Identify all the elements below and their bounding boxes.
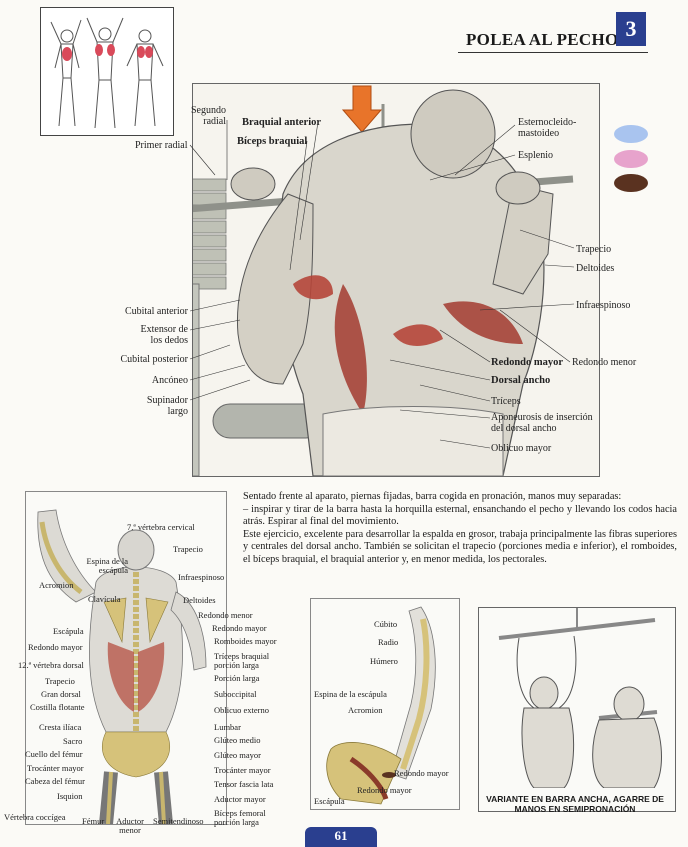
sk-romboides-mayor: Romboides mayor xyxy=(214,636,277,646)
label-supinador-largo: Supinador largo xyxy=(146,395,188,417)
sk-vertebra-coccigea: Vértebra coccígea xyxy=(4,812,66,822)
arm-radio: Radio xyxy=(378,637,399,647)
sk-oblicuo-externo: Oblicuo externo xyxy=(214,705,269,715)
sk-vertebra-dorsal: 12.ª vértebra dorsal xyxy=(18,660,84,670)
label-braquial-anterior: Braquial anterior xyxy=(242,117,322,128)
head xyxy=(410,89,496,179)
description-p2: – inspirar y tirar de la barra hasta la … xyxy=(243,503,677,528)
label-segundo-radial: Segundo radial xyxy=(191,105,226,127)
sk-redondo-menor: Redondo menor xyxy=(198,610,253,620)
teres-left xyxy=(293,275,333,300)
sk-gran-dorsal: Gran dorsal xyxy=(41,689,81,699)
weight-stack xyxy=(193,178,227,290)
sk-acromion: Acromion xyxy=(39,580,74,590)
label-oblicuo-mayor: Oblicuo mayor xyxy=(491,443,552,454)
sk-isquion: Isquion xyxy=(57,791,83,801)
page-number: 61 xyxy=(305,827,377,847)
title-underline xyxy=(458,52,648,53)
label-extensor-dedos: Extensor de los dedos xyxy=(140,324,189,346)
label-aponeurosis: Aponeurosis de inserción del dorsal anch… xyxy=(491,412,593,434)
variant-caption: VARIANTE EN BARRA ANCHA, AGARRE DE MANOS… xyxy=(486,794,664,814)
label-cubital-posterior: Cubital posterior xyxy=(120,354,189,365)
arm-illustration-frame xyxy=(310,598,460,810)
swatch-light-blue xyxy=(614,125,648,143)
label-primer-radial: Primer radial xyxy=(135,140,188,151)
sk-redondo-mayor-l: Redondo mayor xyxy=(28,642,83,652)
label-anconeo: Ancóneo xyxy=(151,375,188,386)
label-redondo-mayor: Redondo mayor xyxy=(491,357,564,368)
arm-illustration xyxy=(326,606,436,805)
label-deltoides: Deltoides xyxy=(576,263,615,274)
sk-trapecio: Trapecio xyxy=(173,544,203,554)
skeleton-illustration xyxy=(37,509,207,824)
label-trapecio: Trapecio xyxy=(576,244,612,255)
sk-sacro: Sacro xyxy=(63,736,83,746)
sk-porcion-larga: Porción larga xyxy=(214,673,260,683)
label-redondo-menor: Redondo menor xyxy=(572,357,637,368)
arm-redondo-mayor: Redondo mayor xyxy=(394,768,449,778)
swatch-brown xyxy=(614,174,648,192)
label-infraespinoso: Infraespinoso xyxy=(576,300,631,311)
sk-escapula: Escápula xyxy=(53,626,84,636)
sk-triceps-porcion: Tríceps braquial porción larga xyxy=(214,651,270,670)
page-title: POLEA AL PECHO xyxy=(466,30,619,49)
swatch-pink xyxy=(614,150,648,168)
sk-aductor-menor: Aductor menor xyxy=(116,816,144,835)
sk-deltoides: Deltoides xyxy=(183,595,216,605)
label-esplenio: Esplenio xyxy=(518,150,553,161)
sk-aductor-mayor: Aductor mayor xyxy=(214,794,266,804)
thumbnail-figures xyxy=(50,17,164,129)
arm-humero: Húmero xyxy=(370,656,398,666)
sk-trapecio-l: Trapecio xyxy=(45,676,75,686)
variant-illustration-frame xyxy=(478,607,676,812)
description-p1: Sentado frente al aparato, piernas fijad… xyxy=(243,491,622,502)
arm-escapula: Escápula xyxy=(314,796,345,806)
sk-tensor-fascia: Tensor fascia lata xyxy=(214,779,274,789)
sk-trocanter-mayor-l: Trocánter mayor xyxy=(27,763,84,773)
arm-espina-escapula: Espina de la escápula xyxy=(314,689,387,699)
label-dorsal-ancho: Dorsal ancho xyxy=(491,375,551,386)
thumbnail-frame xyxy=(40,7,174,136)
sk-suboccipital: Suboccipital xyxy=(214,689,257,699)
arm-cubito: Cúbito xyxy=(374,619,398,629)
description-p3: Este ejercicio, excelente para desarroll… xyxy=(243,528,677,565)
label-triceps: Tríceps xyxy=(491,396,521,407)
sk-lumbar: Lumbar xyxy=(214,722,241,732)
variant-illustration xyxy=(498,608,662,788)
latissimus-left xyxy=(334,284,367,414)
label-cubital-anterior: Cubital anterior xyxy=(124,306,188,317)
teres-right xyxy=(393,324,443,346)
sk-espina-escapula: Espina de la escápula xyxy=(86,556,128,575)
sk-gluteo-medio: Glúteo medio xyxy=(214,735,261,745)
sk-femur: Fémur xyxy=(82,816,105,826)
label-esternocleido: Esternocleido-mastoideo xyxy=(518,117,577,139)
sk-semitendinoso: Semitendinoso xyxy=(153,816,204,826)
sk-biceps-femoral: Bíceps femoral porción larga xyxy=(214,808,266,827)
sk-redondo-mayor-r: Redondo mayor xyxy=(212,623,267,633)
main-illustration-frame xyxy=(192,83,600,477)
skeleton-illustration-frame xyxy=(25,491,227,825)
label-biceps-braquial: Bíceps braquial xyxy=(237,136,308,147)
description-text: Sentado frente al aparato, piernas fijad… xyxy=(243,491,677,567)
sk-cresta-iliaca: Cresta ilíaca xyxy=(39,722,82,732)
sk-clavicula: Clavícula xyxy=(88,594,121,604)
arm-redondo-mayor-2: Redondo mayor xyxy=(357,785,412,795)
sk-vertebra-cervical: 7.ª vértebra cervical xyxy=(127,522,195,532)
sk-gluteo-mayor: Glúteo mayor xyxy=(214,750,261,760)
sk-cuello-femur: Cuello del fémur xyxy=(25,749,83,759)
exercise-number-badge: 3 xyxy=(616,12,646,46)
sk-infraespinoso: Infraespinoso xyxy=(178,572,225,582)
sk-trocanter-mayor-r: Trocánter mayor xyxy=(214,765,271,775)
sk-costilla: Costilla flotante xyxy=(30,702,85,712)
arm-acromion: Acromion xyxy=(348,705,383,715)
sk-cabeza-femur: Cabeza del fémur xyxy=(25,776,85,786)
down-arrow-icon xyxy=(341,85,383,133)
